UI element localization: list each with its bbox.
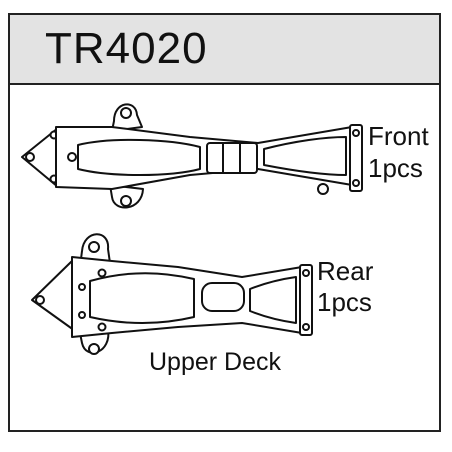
rear-upper-deck-icon (31, 233, 313, 355)
part-number: TR4020 (45, 24, 208, 73)
rear-part-name: Rear (317, 256, 374, 286)
parts-card: TR4020 (8, 13, 441, 432)
front-upper-deck-icon (21, 103, 363, 209)
rear-part-quantity: 1pcs (317, 287, 372, 317)
front-part-name: Front (368, 121, 429, 151)
parts-illustration (21, 103, 363, 355)
part-caption: Upper Deck (149, 348, 281, 376)
part-header: TR4020 (10, 15, 439, 85)
front-part-quantity: 1pcs (368, 153, 423, 183)
